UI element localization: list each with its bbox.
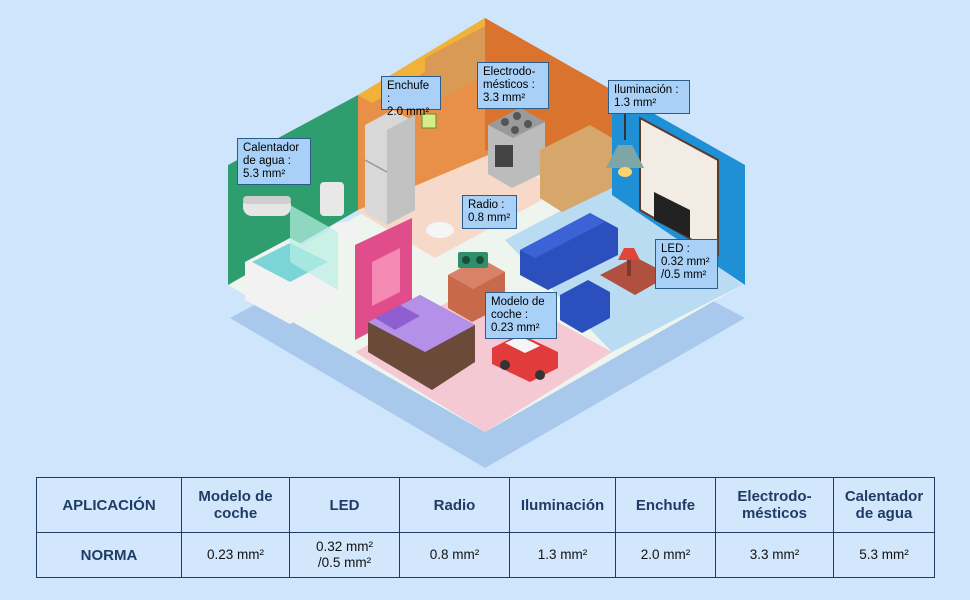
callout-led: LED : 0.32 mm² /0.5 mm²: [655, 239, 718, 289]
callout-modelo-coche: Modelo de coche : 0.23 mm²: [485, 292, 557, 339]
row-header-aplicacion: APLICACIÓN: [36, 477, 182, 533]
sofa: [520, 213, 618, 290]
table-cell: 5.3 mm²: [833, 532, 935, 578]
isometric-house-illustration: [228, 18, 745, 468]
row-header-norma: NORMA: [36, 532, 182, 578]
col-header: LED: [289, 477, 400, 533]
kitchen-counter: [540, 125, 612, 212]
ceiling-lamp: [606, 112, 644, 177]
col-header: Radio: [399, 477, 510, 533]
table-cell: 0.23 mm²: [181, 532, 290, 578]
col-header: Iluminación: [509, 477, 616, 533]
water-heater: [243, 196, 291, 216]
col-header: Electrodo- mésticos: [715, 477, 834, 533]
table-cell: 0.8 mm²: [399, 532, 510, 578]
callout-electrodomesticos: Electrodo- mésticos : 3.3 mm²: [477, 62, 549, 109]
toilet: [320, 182, 361, 242]
table-row: NORMA 0.23 mm² 0.32 mm² /0.5 mm² 0.8 mm²…: [36, 532, 935, 578]
table-lamp: [618, 248, 640, 276]
shower-glass: [290, 205, 338, 290]
col-header: Calentador de agua: [833, 477, 935, 533]
callout-radio: Radio : 0.8 mm²: [462, 195, 517, 229]
armchair: [560, 280, 610, 333]
callout-enchufe: Enchufe : 2.0 mm²: [381, 76, 441, 118]
coffee-table: [600, 257, 670, 295]
col-header: Modelo de coche: [181, 477, 290, 533]
table-cell: 0.32 mm² /0.5 mm²: [289, 532, 400, 578]
spec-table: APLICACIÓN Modelo de coche LED Radio Ilu…: [36, 477, 935, 578]
callout-calentador: Calentador de agua : 5.3 mm²: [237, 138, 311, 185]
wall-outlet: [421, 113, 437, 129]
bathroom-wall: [228, 95, 358, 285]
table-row: APLICACIÓN Modelo de coche LED Radio Ilu…: [36, 477, 935, 533]
bedroom-wall-inner: [372, 248, 400, 306]
table-cell: 2.0 mm²: [615, 532, 716, 578]
stove: [488, 108, 545, 188]
callout-iluminacion: Iluminación : 1.3 mm²: [608, 80, 690, 114]
radio-device: [458, 252, 488, 268]
table-cell: 3.3 mm²: [715, 532, 834, 578]
fridge: [364, 110, 415, 225]
tv: [654, 192, 690, 238]
bathtub: [245, 205, 338, 324]
toy-car: [492, 334, 558, 382]
sink: [426, 222, 454, 238]
col-header: Enchufe: [615, 477, 716, 533]
bed: [368, 295, 475, 390]
table-cell: 1.3 mm²: [509, 532, 616, 578]
